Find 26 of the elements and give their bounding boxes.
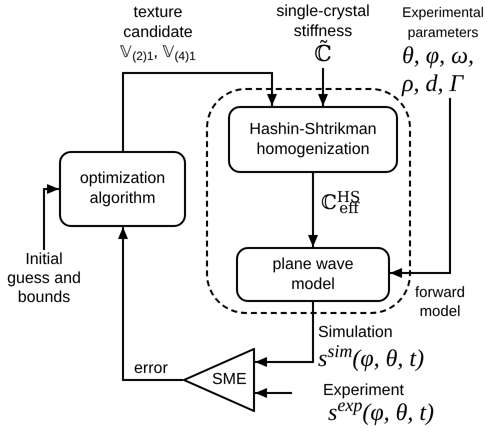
math-label: s$^{exp}$(φ, θ, t) <box>328 400 434 426</box>
edge-label: texture candidate 𝕍$_{(2)1}$, 𝕍$_{(4)1}$ <box>119 3 197 63</box>
triangle-label: SME <box>212 370 247 390</box>
edge-label: error <box>134 360 168 378</box>
arrow <box>122 72 277 151</box>
process-box <box>236 247 390 302</box>
box-label: Hashin-Shtrikman homogenization <box>248 120 378 160</box>
input-label: Experimental parameters <box>401 3 485 42</box>
arrow <box>118 227 183 381</box>
arrow <box>255 302 314 367</box>
process-box <box>59 151 186 227</box>
box-label: plane wave model <box>272 254 354 294</box>
input-label: Initial guess and bounds <box>6 250 82 307</box>
math-symbol: ℂ̃ <box>314 42 332 68</box>
box-label: optimization algorithm <box>78 169 166 209</box>
math-label: θ, φ, ω, ρ, d, Γ <box>402 42 476 98</box>
process-box <box>228 106 398 173</box>
arrow <box>43 184 59 250</box>
arrow <box>318 68 328 106</box>
arrow <box>308 173 318 247</box>
input-label: single-crystal stiffness <box>275 2 371 40</box>
edge-label: Simulation s$^{sim}$(φ, θ, t) <box>318 323 426 372</box>
arrow <box>255 388 292 398</box>
group-label: forward model <box>414 283 466 321</box>
input-label: Experiment <box>323 382 404 400</box>
arrow <box>390 98 451 278</box>
